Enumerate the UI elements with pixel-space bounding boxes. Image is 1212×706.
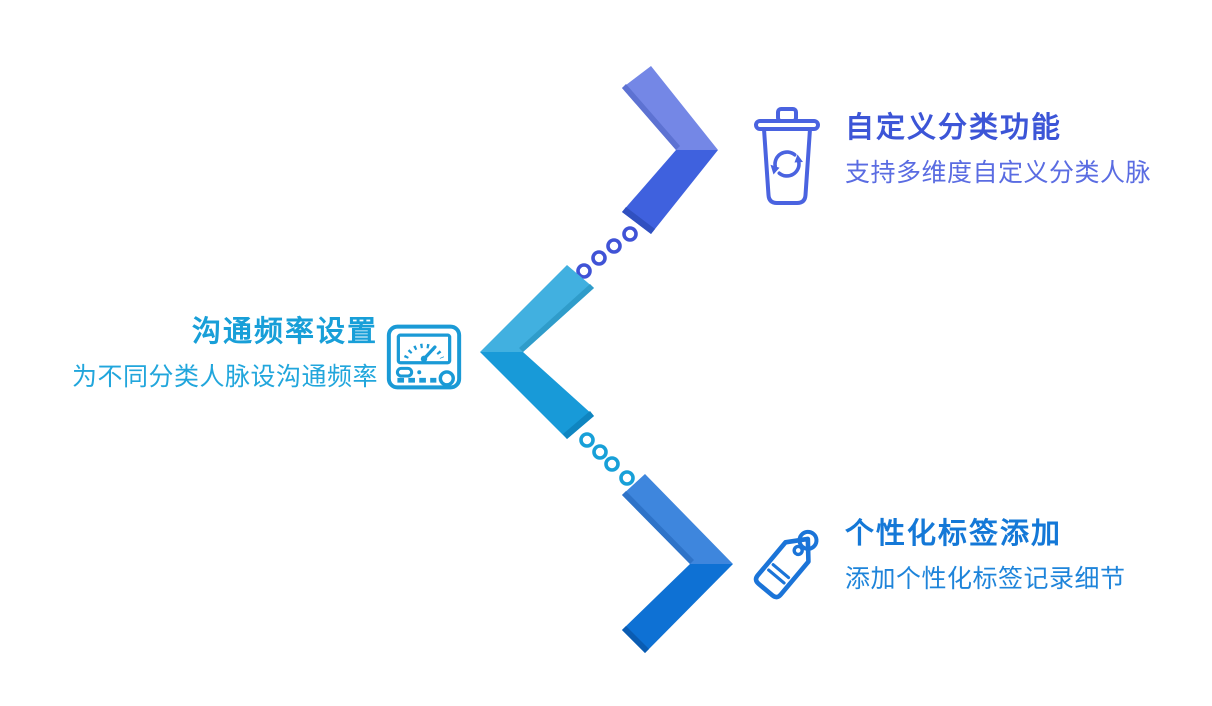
connector-dot <box>579 432 595 448</box>
feature-subtitle: 添加个性化标签记录细节 <box>845 565 1126 594</box>
gauge-needle-hub <box>420 355 428 363</box>
feature-title: 沟通频率设置 <box>191 316 378 348</box>
connector-dot <box>576 263 592 279</box>
gauge-frame <box>386 324 462 390</box>
feature-title: 个性化标签添加 <box>845 518 1063 550</box>
tag-line <box>771 563 791 580</box>
chevron-bottom <box>622 474 733 653</box>
gauge-tick-arc <box>403 343 445 359</box>
connector-dot <box>622 226 638 242</box>
recycle-arrowhead <box>770 164 780 175</box>
trash-body <box>762 127 812 205</box>
gauge-icon <box>386 324 462 390</box>
chevron-top <box>622 66 718 234</box>
feature-title: 自定义分类功能 <box>845 112 1063 144</box>
gauge-pill <box>395 366 414 378</box>
dotted-connector-1 <box>576 226 638 279</box>
gauge-knob <box>438 370 455 387</box>
gauge-dot <box>417 370 422 375</box>
recycle-arc <box>773 150 797 168</box>
connector-dot <box>604 456 620 472</box>
feature-communication-frequency: 沟通频率设置 为不同分类人脉设沟通频率 <box>0 316 378 392</box>
tag-icon <box>753 529 819 600</box>
connector-dot <box>606 238 622 254</box>
tag-body <box>753 536 811 600</box>
tag-ring <box>797 529 819 551</box>
tag-line <box>767 568 786 585</box>
recycle-arrowhead <box>794 154 803 163</box>
feature-subtitle: 为不同分类人脉设沟通频率 <box>71 363 378 392</box>
connector-dot <box>619 470 635 486</box>
trash-recycle-icon <box>754 107 820 205</box>
gauge-screen <box>396 333 452 365</box>
feature-subtitle: 支持多维度自定义分类人脉 <box>845 159 1152 188</box>
connector-dot <box>592 444 608 460</box>
feature-personal-tags: 个性化标签添加 添加个性化标签记录细节 <box>845 518 1126 594</box>
chevron-middle <box>480 265 594 439</box>
recycle-arc <box>777 160 801 178</box>
dotted-connector-2 <box>579 432 635 486</box>
feature-custom-category: 自定义分类功能 支持多维度自定义分类人脉 <box>845 112 1151 188</box>
connector-dot <box>591 250 607 266</box>
